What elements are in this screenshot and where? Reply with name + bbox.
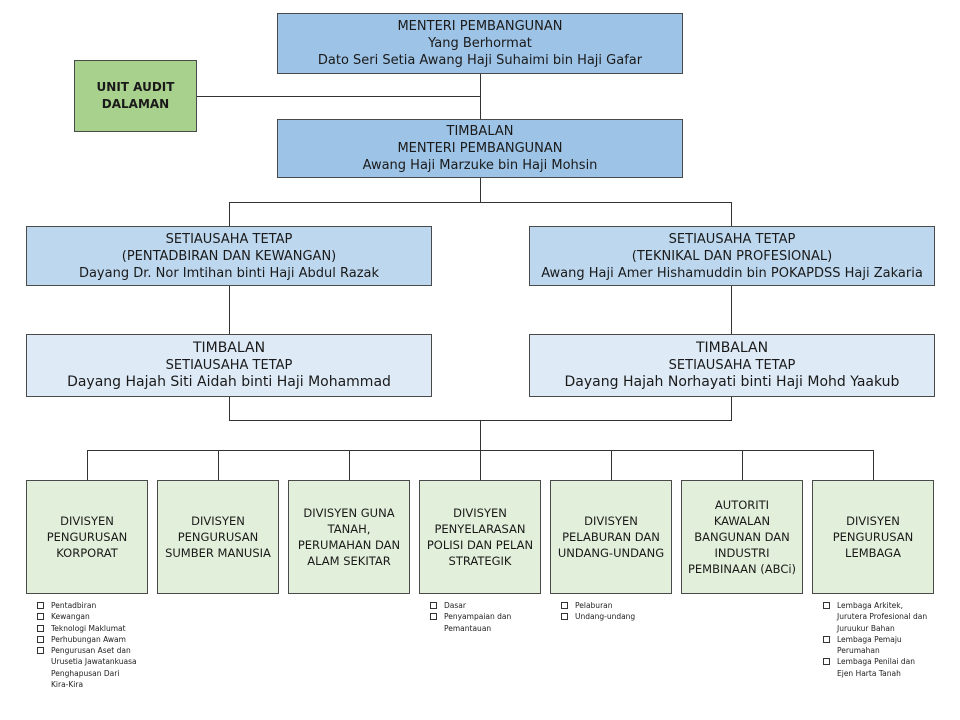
connector-div-4 [480,450,481,480]
audit-unit-box: UNIT AUDIT DALAMAN [74,60,197,132]
dps-admin-line1: TIMBALAN [192,340,266,356]
checkbox-square-icon [37,624,44,632]
ps-admin-line1: SETIAUSAHA TETAP [165,231,293,247]
minister-honorific: Yang Berhormat [428,36,532,51]
division-label: AUTORITI KAWALAN BANGUNAN DAN INDUSTRI P… [687,498,797,576]
connector-dps-tech-down [731,397,732,420]
deputy-minister-line2: MENTERI PEMBANGUNAN [397,141,563,156]
dps-tech-line1: TIMBALAN [695,340,769,356]
connector-admin-dps [229,286,230,334]
division-box-guna-tanah: DIVISYEN GUNA TANAH, PERUMAHAN DAN ALAM … [288,480,410,594]
division-label: DIVISYEN GUNA TANAH, PERUMAHAN DAN ALAM … [297,506,401,568]
division-box-pelaburan: DIVISYEN PELABURAN DAN UNDANG-UNDANG [550,480,672,594]
connector-div-5 [611,450,612,480]
dps-tech-line2: SETIAUSAHA TETAP [668,358,796,373]
division-label: DIVISYEN PENGURUSAN LEMBAGA [832,514,914,560]
division-box-abci: AUTORITI KAWALAN BANGUNAN DAN INDUSTRI P… [681,480,803,594]
audit-unit-line1: UNIT AUDIT [96,80,175,94]
connector-ps-admin [229,202,230,226]
ps-tech-name: Awang Haji Amer Hishamuddin bin POKAPDSS… [541,265,923,281]
connector-dps-admin-down [229,397,230,420]
checkbox-square-icon [37,613,44,621]
division-label: DIVISYEN PENGURUSAN SUMBER MANUSIA [165,514,271,560]
list-item: Undang-undang [558,611,668,622]
notes-polisi: Dasar Penyampaian dan Pemantauan [427,600,537,634]
checkbox-square-icon [37,635,44,643]
audit-unit-line2: DALAMAN [101,97,170,111]
checkbox-square-icon [37,647,44,655]
checkbox-square-icon [823,635,830,643]
notes-pelaburan: Pelaburan Undang-undang [558,600,668,623]
connector-minister-deputy [480,74,481,119]
division-box-sumber-manusia: DIVISYEN PENGURUSAN SUMBER MANUSIA [157,480,279,594]
dps-admin-box: TIMBALAN SETIAUSAHA TETAP Dayang Hajah S… [26,334,432,397]
ps-admin-name: Dayang Dr. Nor Imtihan binti Haji Abdul … [78,265,380,281]
connector-ps-split [229,202,732,203]
list-item: Teknologi Maklumat [34,623,146,634]
dps-tech-name: Dayang Hajah Norhayati binti Haji Mohd Y… [564,374,900,390]
division-box-lembaga: DIVISYEN PENGURUSAN LEMBAGA [812,480,934,594]
checkbox-square-icon [37,602,44,609]
division-box-korporat: DIVISYEN PENGURUSAN KORPORAT [26,480,148,594]
connector-div-6 [742,450,743,480]
dps-tech-box: TIMBALAN SETIAUSAHA TETAP Dayang Hajah N… [529,334,935,397]
minister-title: MENTERI PEMBANGUNAN [397,19,563,34]
dps-admin-line2: SETIAUSAHA TETAP [165,358,293,373]
division-label: DIVISYEN PENYELARASAN POLISI DAN PELAN S… [426,506,534,568]
minister-box: MENTERI PEMBANGUNAN Yang Berhormat Dato … [277,13,683,74]
checkbox-square-icon [823,602,830,609]
connector-audit [196,96,480,97]
division-label: DIVISYEN PELABURAN DAN UNDANG-UNDANG [557,514,665,560]
notes-korporat: Pentadbiran Kewangan Teknologi Maklumat … [34,600,146,690]
dps-admin-name: Dayang Hajah Siti Aidah binti Haji Moham… [67,374,391,390]
connector-divisions-trunk [480,420,481,450]
notes-lembaga: Lembaga Arkitek, Jurutera Profesional da… [820,600,932,679]
ps-tech-box: SETIAUSAHA TETAP (TEKNIKAL DAN PROFESION… [529,226,935,286]
connector-ps-tech [731,202,732,226]
ps-admin-line2: (PENTADBIRAN DAN KEWANGAN) [121,248,337,264]
connector-div-1 [87,450,88,480]
list-item: Pentadbiran [34,600,146,611]
list-item: Pengurusan Aset dan Urusetia Jawatankuas… [34,645,139,690]
checkbox-square-icon [430,602,437,609]
checkbox-square-icon [430,613,437,621]
list-item: Dasar [427,600,537,611]
checkbox-square-icon [561,602,568,609]
ps-tech-line1: SETIAUSAHA TETAP [668,231,796,247]
list-item: Kewangan [34,611,146,622]
checkbox-square-icon [561,613,568,621]
deputy-minister-name: Awang Haji Marzuke bin Haji Mohsin [362,158,598,173]
connector-div-2 [218,450,219,480]
ps-admin-box: SETIAUSAHA TETAP (PENTADBIRAN DAN KEWANG… [26,226,432,286]
deputy-minister-line1: TIMBALAN [446,124,514,139]
list-item: Lembaga Pemaju Perumahan [820,634,932,657]
list-item: Penyampaian dan Pemantauan [427,611,537,634]
division-box-polisi: DIVISYEN PENYELARASAN POLISI DAN PELAN S… [419,480,541,594]
connector-deputy-down [480,178,481,202]
list-item: Lembaga Penilai dan Ejen Harta Tanah [820,656,932,679]
connector-div-7 [873,450,874,480]
connector-div-3 [349,450,350,480]
list-item: Lembaga Arkitek, Jurutera Profesional da… [820,600,932,634]
ps-tech-line2: (TEKNIKAL DAN PROFESIONAL) [631,248,833,264]
division-label: DIVISYEN PENGURUSAN KORPORAT [46,514,128,560]
minister-name: Dato Seri Setia Awang Haji Suhaimi bin H… [317,53,643,68]
connector-tech-dps [731,286,732,334]
list-item: Pelaburan [558,600,668,611]
deputy-minister-box: TIMBALAN MENTERI PEMBANGUNAN Awang Haji … [277,119,683,178]
checkbox-square-icon [823,658,830,666]
list-item: Perhubungan Awam [34,634,146,645]
